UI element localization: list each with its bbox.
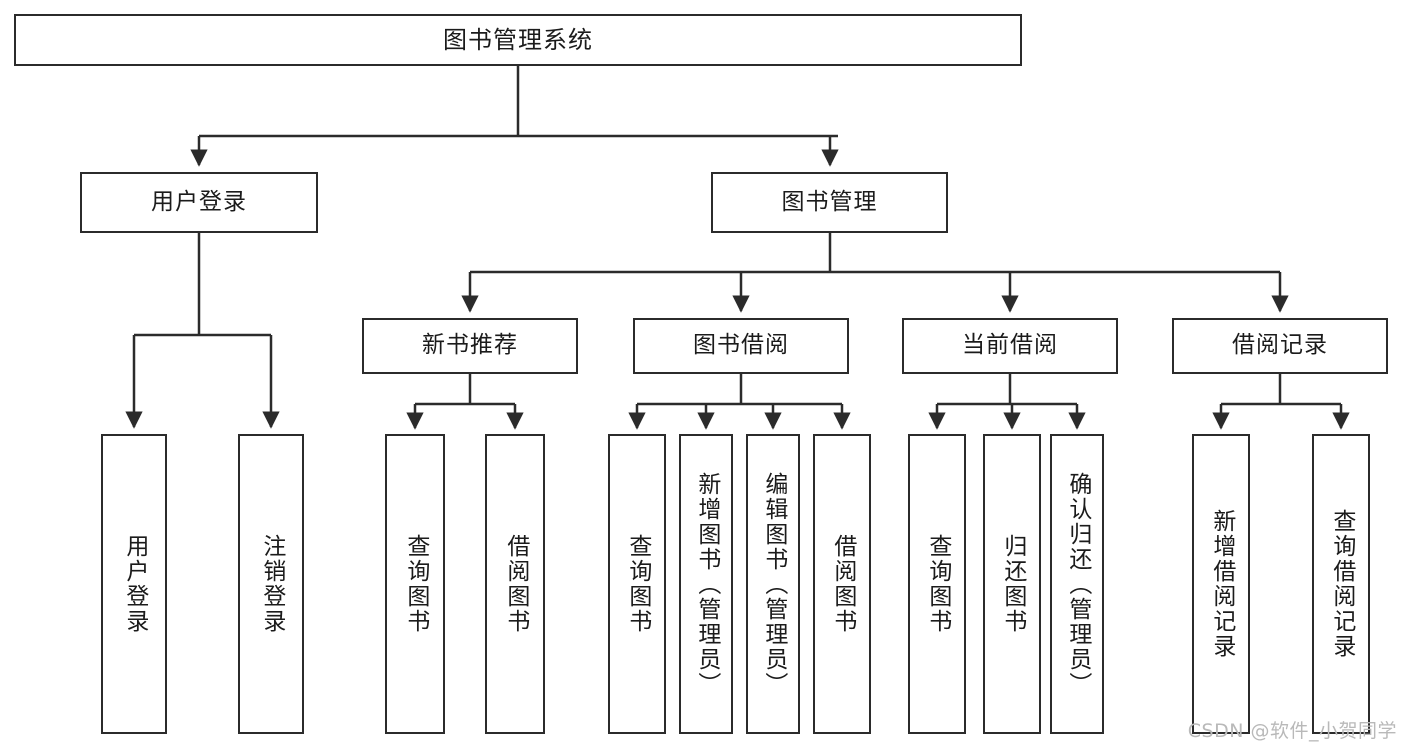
node-label: 查询图书 [924, 534, 951, 634]
node-current-borrow[interactable]: 当前借阅 [902, 318, 1118, 374]
node-user-login[interactable]: 用户登录 [80, 172, 318, 233]
node-label: 当前借阅 [962, 332, 1058, 359]
node-label: 编辑图书（管理员） [760, 471, 787, 697]
node-label: 查询图书 [624, 534, 651, 634]
node-label: 用户登录 [151, 188, 247, 215]
watermark-text: CSDN @软件_小贺同学 [1187, 720, 1397, 742]
leaf-node-add-book-admin[interactable]: 新增图书（管理员） [679, 434, 733, 734]
node-label: 归还图书 [999, 534, 1026, 634]
node-label: 图书管理系统 [443, 25, 593, 54]
node-book-borrow[interactable]: 图书借阅 [633, 318, 849, 374]
node-root-system[interactable]: 图书管理系统 [14, 14, 1022, 66]
leaf-node-borrow-book[interactable]: 借阅图书 [813, 434, 871, 734]
node-label: 借阅记录 [1232, 332, 1328, 359]
leaf-node-add-borrow-record[interactable]: 新增借阅记录 [1192, 434, 1250, 734]
leaf-node-return-book[interactable]: 归还图书 [983, 434, 1041, 734]
leaf-node-user-login[interactable]: 用户登录 [101, 434, 167, 734]
node-label: 查询图书 [402, 534, 429, 634]
node-label: 注销登录 [258, 534, 285, 634]
leaf-node-confirm-return-admin[interactable]: 确认归还（管理员） [1050, 434, 1104, 734]
node-label: 新增借阅记录 [1208, 509, 1235, 659]
leaf-node-borrow-book-recommend[interactable]: 借阅图书 [485, 434, 545, 734]
node-label: 借阅图书 [502, 534, 529, 634]
leaf-node-query-book-current[interactable]: 查询图书 [908, 434, 966, 734]
node-label: 新增图书（管理员） [693, 471, 720, 697]
node-label: 确认归还（管理员） [1064, 471, 1091, 697]
leaf-node-query-book-recommend[interactable]: 查询图书 [385, 434, 445, 734]
node-label: 用户登录 [121, 534, 148, 634]
node-label: 图书借阅 [693, 332, 789, 359]
node-book-management[interactable]: 图书管理 [711, 172, 948, 233]
node-label: 借阅图书 [829, 534, 856, 634]
node-borrow-record[interactable]: 借阅记录 [1172, 318, 1388, 374]
leaf-node-edit-book-admin[interactable]: 编辑图书（管理员） [746, 434, 800, 734]
node-new-book-recommend[interactable]: 新书推荐 [362, 318, 578, 374]
node-label: 新书推荐 [422, 332, 518, 359]
node-label: 查询借阅记录 [1328, 509, 1355, 659]
node-label: 图书管理 [781, 188, 878, 215]
leaf-node-query-book-borrow[interactable]: 查询图书 [608, 434, 666, 734]
leaf-node-query-borrow-record[interactable]: 查询借阅记录 [1312, 434, 1370, 734]
leaf-node-logout[interactable]: 注销登录 [238, 434, 304, 734]
